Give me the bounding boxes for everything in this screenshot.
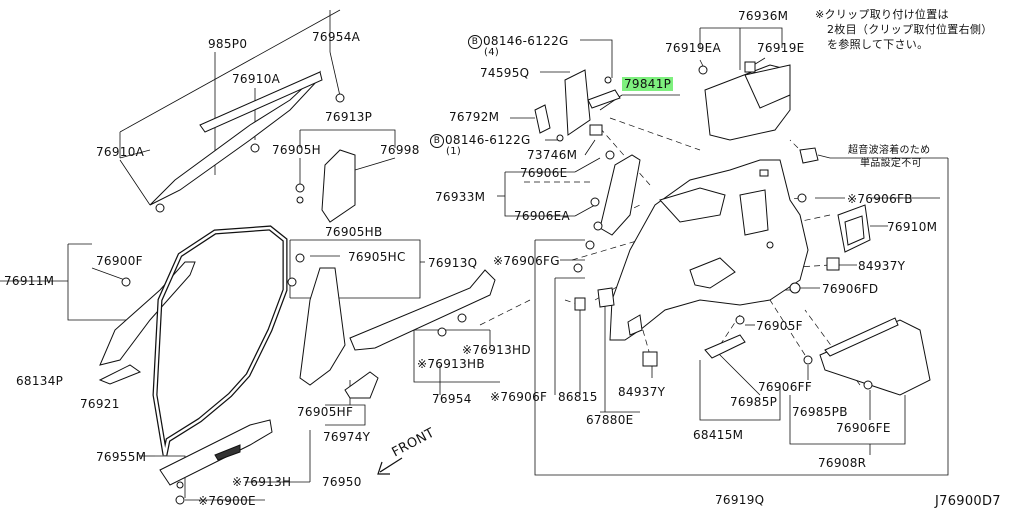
label-76792M: 76792M [449, 110, 500, 124]
label-76919EA: 76919EA [665, 41, 722, 55]
label-76910A-left: 76910A [96, 145, 145, 159]
label-76905HC: 76905HC [348, 250, 406, 264]
label-985P0: 985P0 [208, 37, 248, 51]
label-76985PB: 76985PB [792, 405, 848, 419]
label-73746M: 73746M [527, 148, 578, 162]
label-76998: 76998 [380, 143, 420, 157]
label-76900F: 76900F [96, 254, 143, 268]
label-86815: 86815 [558, 390, 598, 404]
label-76905F: 76905F [756, 319, 803, 333]
label-76913HD: ※76913HD [462, 343, 531, 357]
label-76906FG: ※76906FG [493, 254, 560, 268]
note-line-2: 2枚目（クリップ取付位置右側） [827, 23, 993, 36]
label-68415M: 68415M [693, 428, 744, 442]
label-08146-6122G-b-text: 08146-6122G [445, 133, 531, 147]
bolt-symbol-b: B [468, 34, 482, 49]
label-84937Y-lower: 84937Y [618, 385, 666, 399]
label-76919E: 76919E [757, 41, 805, 55]
label-68134P: 68134P [16, 374, 64, 388]
label-08146-6122G-a-text: 08146-6122G [483, 34, 569, 48]
side-note-line-2: 単品設定不可 [860, 158, 922, 169]
note-line-3: を参照して下さい。 [827, 38, 929, 51]
label-76919Q: 76919Q [715, 493, 765, 507]
label-76985P: 76985P [730, 395, 778, 409]
label-76906FE: 76906FE [836, 421, 891, 435]
label-76905HB: 76905HB [325, 225, 383, 239]
label-76906FD: 76906FD [822, 282, 879, 296]
label-76911M: 76911M [4, 274, 55, 288]
label-76905H: 76905H [272, 143, 321, 157]
label-76906F: ※76906F [490, 390, 548, 404]
label-08146-a-qty: (4) [484, 47, 500, 58]
label-76908R: 76908R [818, 456, 867, 470]
label-84937Y: 84937Y [858, 259, 906, 273]
label-76906FB: ※76906FB [847, 192, 913, 206]
label-76913Q: 76913Q [428, 256, 478, 270]
label-76950: 76950 [322, 475, 362, 489]
label-76936M: 76936M [738, 9, 789, 23]
note-line-1: ※クリップ取り付け位置は [815, 8, 949, 21]
label-76974Y: 76974Y [323, 430, 371, 444]
label-76910M: 76910M [887, 220, 938, 234]
bolt-symbol-b2: B [430, 133, 444, 148]
label-79841P-highlight: 79841P [622, 77, 674, 91]
side-note-line-1: 超音波溶着のため [848, 145, 931, 156]
label-76906EA: 76906EA [514, 209, 571, 223]
label-76913HB: ※76913HB [417, 357, 485, 371]
label-74595Q: 74595Q [480, 66, 530, 80]
drawing-code: J76900D7 [935, 494, 1001, 509]
label-76954: 76954 [432, 392, 472, 406]
label-76900E: ※76900E [198, 494, 256, 508]
label-76906FF: 76906FF [758, 380, 813, 394]
label-76910A-top: 76910A [232, 72, 281, 86]
label-76921: 76921 [80, 397, 120, 411]
label-76933M: 76933M [435, 190, 486, 204]
label-76906E: 76906E [520, 166, 568, 180]
label-76913H: ※76913H [232, 475, 292, 489]
label-08146-b-qty: (1) [446, 146, 462, 157]
label-76955M: 76955M [96, 450, 147, 464]
label-76905HF: 76905HF [297, 405, 354, 419]
label-76954A: 76954A [312, 30, 361, 44]
label-67880E: 67880E [586, 413, 634, 427]
label-76913P: 76913P [325, 110, 373, 124]
